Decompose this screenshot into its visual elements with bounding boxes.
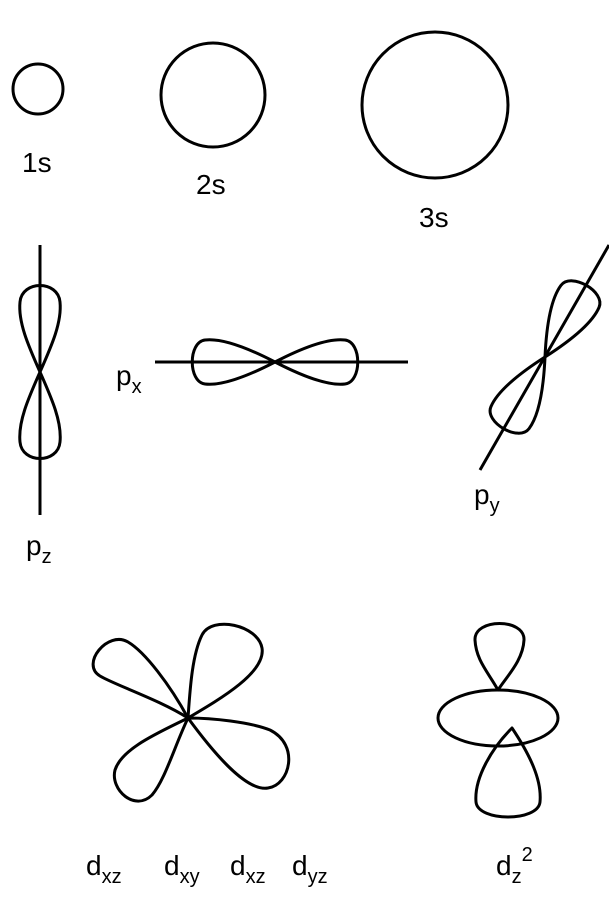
d-lobe-lower-left (112, 716, 190, 803)
label-1s: 1s (22, 147, 52, 178)
orbital-py (478, 244, 609, 471)
orbital-d-clover (91, 622, 291, 803)
px-left-lobe (190, 338, 277, 386)
py-lower-lobe (488, 355, 547, 435)
dz2-upper-lobe (473, 622, 526, 692)
orbital-1s-circle (11, 62, 65, 116)
label-py: py (474, 479, 500, 517)
pz-lower-lobe (18, 370, 62, 460)
label-dxy: dxy (164, 850, 200, 888)
orbital-px (155, 338, 408, 386)
d-lobe-upper-right (186, 622, 264, 720)
py-upper-lobe (543, 279, 602, 359)
orbital-2s-circle (159, 41, 267, 149)
dz2-lower-lobe (474, 726, 542, 819)
label-dyz: dyz (292, 850, 328, 888)
d-lobe-lower-right (186, 716, 291, 790)
label-dz2: dz2 (496, 844, 533, 888)
d-lobe-upper-left (91, 638, 190, 720)
orbital-pz (18, 245, 62, 515)
px-right-lobe (273, 338, 360, 386)
label-3s: 3s (419, 202, 449, 233)
label-2s: 2s (196, 169, 226, 200)
label-dxz-1: dxz (86, 850, 122, 888)
pz-upper-lobe (18, 284, 62, 374)
label-pz: pz (26, 530, 52, 568)
dz2-torus (436, 688, 560, 748)
label-px: px (116, 360, 142, 398)
orbital-3s-circle (360, 30, 510, 180)
label-dxz-2: dxz (230, 850, 266, 888)
orbital-dz2 (436, 622, 560, 819)
